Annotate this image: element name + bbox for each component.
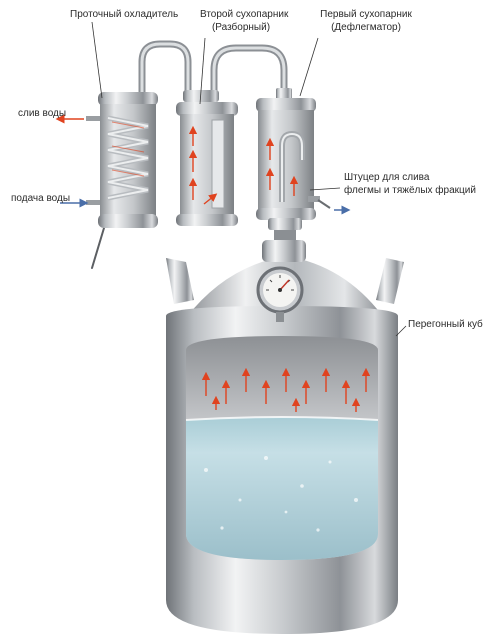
thermometer: [256, 266, 304, 322]
first-steamer-steam-arrows: [265, 137, 299, 196]
label-second-dry-steamer-note: (Разборный): [211, 22, 271, 33]
label-first-dry-steamer: Первый сухопарник: [320, 9, 412, 20]
water-flow-arrows: [55, 114, 351, 215]
label-water-in: подача воды: [11, 193, 71, 204]
label-drain-fitting-note: флегмы и тяжёлых фракций: [344, 185, 476, 196]
still-pot-steam-arrows: [201, 367, 371, 412]
first-dry-steamer: [256, 88, 331, 240]
label-second-dry-steamer: Второй сухопарник: [200, 9, 289, 20]
still-pot: [166, 240, 404, 634]
leader-lines: [91, 21, 407, 337]
water-bubbles: [204, 456, 358, 532]
label-first-dry-steamer-note: (Дефлегматор): [331, 22, 401, 33]
label-water-out: слив воды: [18, 108, 67, 119]
connecting-pipes: [91, 40, 288, 269]
flow-cooler: [86, 92, 158, 228]
label-drain-fitting: Штуцер для слива: [344, 172, 430, 183]
second-steamer-steam-arrows: [188, 125, 218, 205]
second-dry-steamer: [176, 90, 238, 226]
label-flow-cooler: Проточный охладитель: [70, 9, 179, 20]
label-still-pot: Перегонный куб: [408, 319, 483, 330]
